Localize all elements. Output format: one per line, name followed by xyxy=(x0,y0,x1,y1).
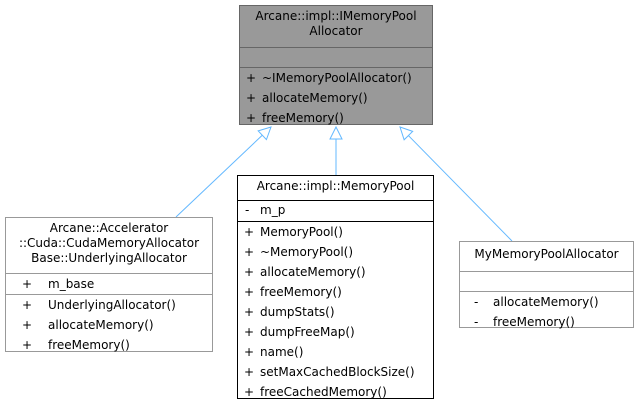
visibility-marker: - xyxy=(245,203,250,217)
class-title-line: ::Cuda::CudaMemoryAllocator xyxy=(18,236,200,250)
class-box-underlyingallocator[interactable]: Arcane::Accelerator ::Cuda::CudaMemoryAl… xyxy=(5,217,213,352)
method-name: allocateMemory() xyxy=(262,91,368,105)
method-name: allocateMemory() xyxy=(493,295,599,309)
class-title-line: Arcane::Accelerator xyxy=(49,221,169,235)
method-name: freeMemory() xyxy=(493,315,575,329)
visibility-marker: + xyxy=(22,277,33,291)
visibility-marker: + xyxy=(246,91,257,105)
method-row: + ~MemoryPool() xyxy=(238,242,433,262)
method-name: ~MemoryPool() xyxy=(260,245,354,259)
visibility-marker: - xyxy=(474,315,479,329)
class-title-line: MyMemoryPoolAllocator xyxy=(474,247,619,261)
method-row: + setMaxCachedBlockSize() xyxy=(238,362,433,382)
method-name: UnderlyingAllocator() xyxy=(48,298,176,312)
method-row: + allocateMemory() xyxy=(6,315,212,335)
method-row: + dumpStats() xyxy=(238,302,433,322)
visibility-marker: + xyxy=(246,71,257,85)
method-row: - allocateMemory() xyxy=(460,292,633,312)
inheritance-arrowhead xyxy=(329,125,343,140)
method-name: freeMemory() xyxy=(48,338,130,352)
visibility-marker: + xyxy=(244,225,255,239)
method-row: + dumpFreeMap() xyxy=(238,322,433,342)
class-title-line: Arcane::impl::IMemoryPool xyxy=(255,9,417,23)
method-name: dumpFreeMap() xyxy=(260,325,355,339)
visibility-marker: + xyxy=(244,305,255,319)
class-title: Arcane::Accelerator ::Cuda::CudaMemoryAl… xyxy=(6,218,212,273)
attribute-row: + m_base xyxy=(6,274,212,294)
method-name: setMaxCachedBlockSize() xyxy=(260,365,415,379)
visibility-marker: + xyxy=(246,111,257,125)
inheritance-arrowhead xyxy=(399,126,414,141)
method-name: dumpStats() xyxy=(260,305,335,319)
methods-section: + UnderlyingAllocator() + allocateMemory… xyxy=(6,294,212,355)
visibility-marker: + xyxy=(244,345,255,359)
method-row: - freeMemory() xyxy=(460,312,633,332)
visibility-marker: + xyxy=(22,318,33,332)
class-title: Arcane::impl::MemoryPool xyxy=(238,176,433,200)
visibility-marker: + xyxy=(244,385,255,399)
visibility-marker: - xyxy=(474,295,479,309)
edge-mypool-to-base xyxy=(408,135,513,242)
class-title: MyMemoryPoolAllocator xyxy=(460,242,633,271)
visibility-marker: + xyxy=(244,245,255,259)
class-box-imemorypoolallocator[interactable]: Arcane::impl::IMemoryPool Allocator + ~I… xyxy=(239,5,433,125)
visibility-marker: + xyxy=(22,298,33,312)
method-name: allocateMemory() xyxy=(260,265,366,279)
attribute-name: m_p xyxy=(260,203,286,217)
method-row: + UnderlyingAllocator() xyxy=(6,295,212,315)
methods-section: + ~IMemoryPoolAllocator() + allocateMemo… xyxy=(240,67,432,128)
method-row: + freeMemory() xyxy=(238,282,433,302)
class-title-line: Base::UnderlyingAllocator xyxy=(31,251,187,265)
visibility-marker: + xyxy=(244,285,255,299)
methods-section: - allocateMemory() - freeMemory() xyxy=(460,291,633,332)
method-name: MemoryPool() xyxy=(260,225,343,239)
attributes-section: - m_p xyxy=(238,200,433,221)
class-title: Arcane::impl::IMemoryPool Allocator xyxy=(240,6,432,47)
visibility-marker: + xyxy=(244,265,255,279)
method-row: + freeCachedMemory() xyxy=(238,382,433,402)
method-row: + allocateMemory() xyxy=(238,262,433,282)
visibility-marker: + xyxy=(244,325,255,339)
inheritance-arrowhead xyxy=(257,126,272,141)
method-row: + name() xyxy=(238,342,433,362)
methods-section: + MemoryPool() + ~MemoryPool() + allocat… xyxy=(238,221,433,402)
method-name: freeCachedMemory() xyxy=(260,385,387,399)
method-name: name() xyxy=(260,345,304,359)
attribute-name: m_base xyxy=(48,277,95,291)
method-row: + ~IMemoryPoolAllocator() xyxy=(240,68,432,88)
method-row: + allocateMemory() xyxy=(240,88,432,108)
attribute-row: - m_p xyxy=(238,201,433,219)
visibility-marker: + xyxy=(22,338,33,352)
attributes-section: + m_base xyxy=(6,273,212,294)
method-name: freeMemory() xyxy=(260,285,342,299)
method-row: + freeMemory() xyxy=(6,335,212,355)
visibility-marker: + xyxy=(244,365,255,379)
method-row: + MemoryPool() xyxy=(238,222,433,242)
attributes-section xyxy=(240,47,432,67)
method-name: ~IMemoryPoolAllocator() xyxy=(262,71,412,85)
method-name: allocateMemory() xyxy=(48,318,154,332)
edge-underlying-to-base xyxy=(175,134,263,218)
class-box-mymemorypoolallocator[interactable]: MyMemoryPoolAllocator - allocateMemory()… xyxy=(459,241,634,329)
method-row: + freeMemory() xyxy=(240,108,432,128)
class-title-line: Arcane::impl::MemoryPool xyxy=(256,179,415,193)
method-name: freeMemory() xyxy=(262,111,344,125)
class-box-memorypool[interactable]: Arcane::impl::MemoryPool - m_p + MemoryP… xyxy=(237,175,434,399)
attributes-section xyxy=(460,271,633,291)
class-title-line: Allocator xyxy=(309,24,363,38)
